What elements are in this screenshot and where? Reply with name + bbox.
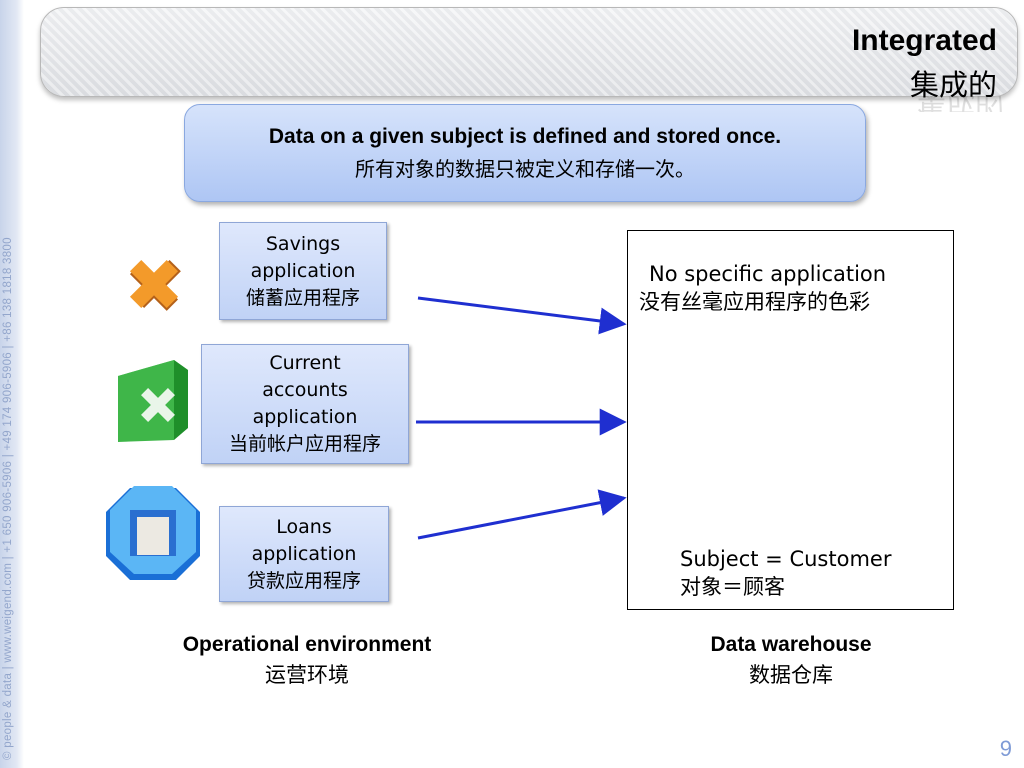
data-warehouse-box — [627, 230, 954, 610]
title-zh: 集成的 — [909, 68, 997, 102]
label-en: Data warehouse — [710, 633, 872, 656]
no-specific-application-note: No specific application 没有丝毫应用程序的色彩 — [639, 260, 886, 316]
loans-app-box: Loans application 贷款应用程序 — [219, 506, 389, 602]
blue-octagon-icon — [106, 486, 200, 580]
app-line: Loans — [276, 516, 332, 538]
note-zh: 没有丝毫应用程序的色彩 — [639, 290, 870, 314]
page-number: 9 — [999, 736, 1012, 761]
app-line: application — [252, 406, 358, 428]
current-accounts-app-box: Current accounts application 当前帐户应用程序 — [201, 344, 409, 464]
label-zh: 数据仓库 — [749, 663, 833, 687]
app-line: 贷款应用程序 — [246, 570, 361, 592]
note-en: No specific application — [649, 262, 887, 286]
data-warehouse-label: Data warehouse 数据仓库 — [660, 630, 922, 690]
label-zh: 运营环境 — [265, 663, 349, 687]
app-line: application — [250, 260, 356, 282]
callout-en: Data on a given subject is defined and s… — [268, 125, 782, 148]
app-line: Current — [269, 352, 341, 374]
label-en: Operational environment — [182, 633, 432, 656]
arrow-loans — [417, 489, 627, 540]
title-en: Integrated — [851, 24, 997, 57]
callout-box: Data on a given subject is defined and s… — [184, 104, 866, 202]
subject-customer-note: Subject = Customer 对象＝顾客 — [680, 545, 891, 601]
app-line: accounts — [262, 379, 348, 401]
app-line: 储蓄应用程序 — [245, 287, 360, 309]
app-line: Savings — [265, 233, 341, 255]
savings-app-box: Savings application 储蓄应用程序 — [219, 222, 387, 320]
app-line: application — [251, 543, 357, 565]
operational-environment-label: Operational environment 运营环境 — [140, 630, 474, 690]
side-strip — [0, 0, 24, 768]
callout-zh: 所有对象的数据只被定义和存储一次。 — [355, 157, 695, 181]
note-en: Subject = Customer — [680, 547, 892, 571]
note-zh: 对象＝顾客 — [680, 575, 785, 599]
arrow-savings — [417, 296, 627, 335]
orange-x-icon — [129, 259, 181, 311]
title-bar: Integrated 集成的 — [40, 7, 1018, 102]
app-line: 当前帐户应用程序 — [228, 433, 381, 455]
green-cube-icon — [118, 360, 188, 442]
